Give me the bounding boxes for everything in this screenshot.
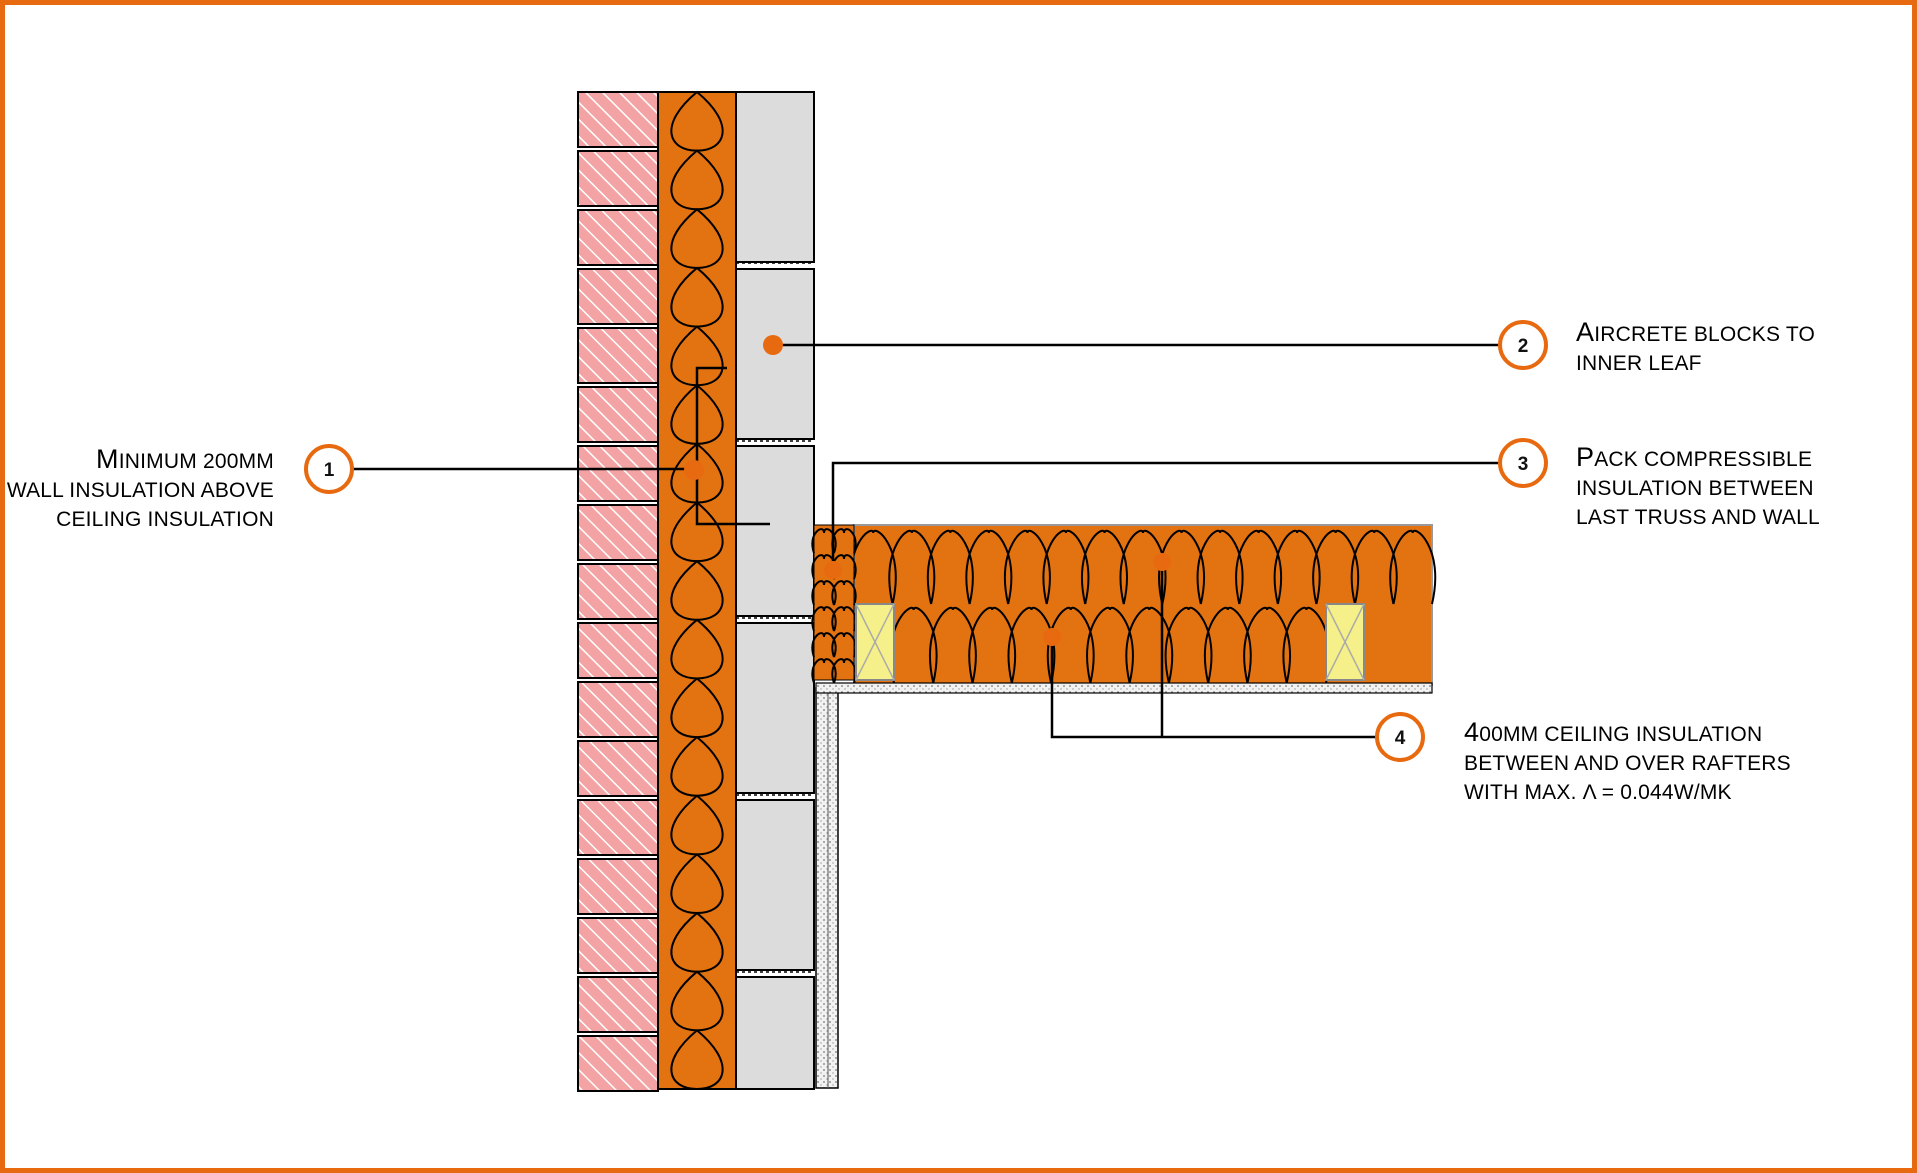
brick <box>577 563 659 620</box>
ceiling-plasterboard <box>815 682 1433 694</box>
brick <box>577 976 659 1033</box>
aircrete-inner-leaf <box>735 91 815 1090</box>
insulation-loop-row <box>889 606 1331 684</box>
brick <box>577 386 659 443</box>
brick-outer-leaf <box>577 91 659 1092</box>
insulation-loop-row <box>811 580 857 606</box>
brick <box>577 681 659 738</box>
brick <box>577 445 659 502</box>
callout-2-badge: 2 <box>1498 320 1548 370</box>
ceiling-joist-left <box>855 603 895 681</box>
insulation-loop-row <box>811 658 857 684</box>
brick <box>577 917 659 974</box>
aircrete-block <box>735 91 815 263</box>
leader-lines <box>352 343 1500 739</box>
brick <box>577 209 659 266</box>
brick <box>577 622 659 679</box>
callout-1-badge: 1 <box>304 444 354 494</box>
aircrete-block <box>735 976 815 1090</box>
svg-text:2: 2 <box>1518 336 1529 357</box>
brick <box>577 740 659 797</box>
compressible-insulation-pack <box>811 524 857 684</box>
callout-4-badge: 4 <box>1375 712 1425 762</box>
callout-3-badge: 3 <box>1498 438 1548 488</box>
callout-4-label: 400mm ceiling insulation between and ove… <box>1464 717 1791 805</box>
insulation-loop <box>670 1029 724 1091</box>
callout-2-label: Aircrete blocks to inner leaf <box>1576 317 1816 376</box>
aircrete-block <box>735 445 815 617</box>
brick <box>577 327 659 384</box>
callout-3-label: Pack compressible insulation between las… <box>1576 442 1820 530</box>
brick <box>577 268 659 325</box>
brick <box>577 858 659 915</box>
brick <box>577 150 659 207</box>
brick <box>577 799 659 856</box>
aircrete-block <box>735 622 815 794</box>
brick <box>577 504 659 561</box>
wall-plasterboard <box>815 687 839 1089</box>
insulation-loop-row <box>811 632 857 658</box>
ceiling-joist-right <box>1325 603 1365 681</box>
cavity-wall-insulation <box>657 90 737 1091</box>
aircrete-block <box>735 799 815 971</box>
svg-text:3: 3 <box>1518 454 1529 475</box>
leader-dots <box>684 335 1171 646</box>
svg-text:4: 4 <box>1395 728 1406 749</box>
callout-1-label: Minimum 200mm wall insulation above ceil… <box>6 444 274 532</box>
brick <box>577 1035 659 1092</box>
svg-text:1: 1 <box>324 460 335 481</box>
insulation-loop-row <box>811 606 857 632</box>
brick <box>577 91 659 148</box>
insulation-loop-row <box>849 529 1437 605</box>
